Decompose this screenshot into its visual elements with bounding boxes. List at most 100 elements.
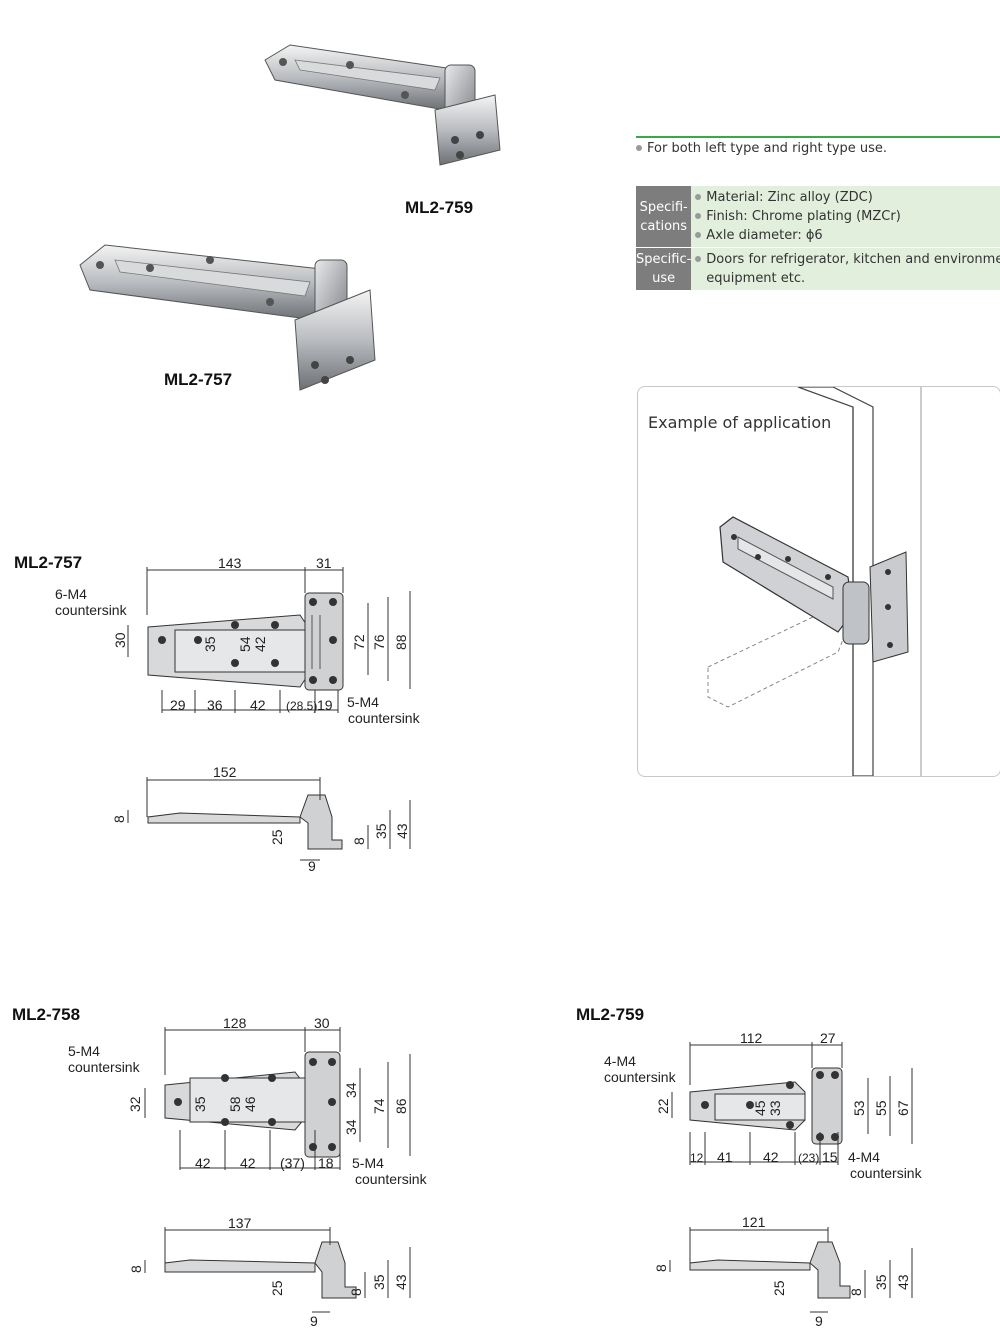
dim-b-36: 36 bbox=[207, 697, 223, 713]
countersink-left: countersink bbox=[604, 1069, 677, 1085]
side-dim-9: 9 bbox=[815, 1313, 823, 1329]
dim-b-42: 42 bbox=[250, 697, 266, 713]
side-dim-length: 137 bbox=[228, 1215, 252, 1231]
side-dim-8a: 8 bbox=[128, 1265, 144, 1273]
side-dim-25: 25 bbox=[269, 1280, 285, 1296]
holes-left: 5-M4 bbox=[68, 1043, 100, 1059]
side-dim-43: 43 bbox=[394, 823, 410, 839]
side-dim-25: 25 bbox=[771, 1280, 787, 1296]
drawing-ml2-757: 143 31 6-M4 countersink 30 35 54 42 72 7… bbox=[55, 555, 421, 874]
dim-b-18: 18 bbox=[318, 1155, 334, 1171]
drawing-ml2-758: 128 30 5-M4 countersink 32 35 58 46 34 3… bbox=[68, 1015, 428, 1329]
dim-v-72: 72 bbox=[351, 634, 367, 650]
countersink-right: countersink bbox=[348, 710, 421, 726]
use-body: Doors for refrigerator, kitchen and envi… bbox=[691, 247, 1000, 290]
dim-v-45: 45 bbox=[752, 1100, 768, 1116]
dim-v-46: 46 bbox=[242, 1096, 258, 1112]
dim-v-35: 35 bbox=[192, 1096, 208, 1112]
side-dim-length: 152 bbox=[213, 764, 237, 780]
section-divider bbox=[636, 136, 1000, 138]
use-header: Specific- use bbox=[636, 247, 692, 290]
dim-v-35: 35 bbox=[202, 636, 218, 652]
dim-b-19: 19 bbox=[317, 697, 333, 713]
dim-b-28-5: (28.5) bbox=[286, 699, 317, 713]
side-dim-length: 121 bbox=[742, 1214, 766, 1230]
holes-right: 5-M4 bbox=[347, 694, 379, 710]
side-dim-35: 35 bbox=[873, 1274, 889, 1290]
dim-v-34a: 34 bbox=[343, 1082, 359, 1098]
dim-b-23: (23) bbox=[798, 1151, 819, 1165]
spec-material: Material: Zinc alloy (ZDC) bbox=[706, 190, 873, 205]
countersink-right: countersink bbox=[355, 1171, 428, 1187]
dim-v-74: 74 bbox=[371, 1098, 387, 1114]
holes-right: 5-M4 bbox=[352, 1155, 384, 1171]
spec-axle: Axle diameter: ϕ6 bbox=[706, 228, 823, 243]
dim-length: 128 bbox=[223, 1015, 247, 1031]
bullet-icon bbox=[636, 144, 642, 151]
application-example-box: Example of application bbox=[637, 386, 1000, 777]
spec-header: Specifi- cations bbox=[636, 186, 692, 248]
holes-left: 4-M4 bbox=[604, 1053, 636, 1069]
dim-v-22: 22 bbox=[655, 1098, 671, 1114]
dim-v-32: 32 bbox=[127, 1096, 143, 1112]
countersink-left: countersink bbox=[68, 1059, 141, 1075]
dim-v-88: 88 bbox=[393, 634, 409, 650]
dim-b-15: 15 bbox=[822, 1149, 838, 1165]
product-label-ml2-759: ML2-759 bbox=[405, 198, 474, 217]
side-dim-8a: 8 bbox=[653, 1264, 669, 1272]
drawing-title-ml2-757: ML2-757 bbox=[14, 553, 83, 572]
side-dim-43: 43 bbox=[895, 1274, 911, 1290]
spec-body: Material: Zinc alloy (ZDC) Finish: Chrom… bbox=[691, 186, 1000, 248]
dim-v-54: 54 bbox=[237, 636, 253, 652]
dim-v-42: 42 bbox=[252, 636, 268, 652]
side-dim-25: 25 bbox=[269, 829, 285, 845]
dim-b-41: 41 bbox=[717, 1149, 733, 1165]
product-photo-ml2-757 bbox=[79, 244, 376, 391]
spec-finish: Finish: Chrome plating (MZCr) bbox=[706, 209, 901, 224]
dim-v-67: 67 bbox=[895, 1100, 911, 1116]
dim-v-55: 55 bbox=[873, 1100, 889, 1116]
application-illustration bbox=[707, 387, 922, 776]
product-photo-ml2-759 bbox=[264, 44, 501, 166]
dim-b-42b: 42 bbox=[240, 1155, 256, 1171]
side-dim-9: 9 bbox=[310, 1313, 318, 1329]
dim-b-12: 12 bbox=[690, 1151, 704, 1165]
usage-note: For both left type and right type use. bbox=[636, 141, 887, 156]
dim-b-37: (37) bbox=[280, 1155, 305, 1171]
dim-width: 30 bbox=[314, 1015, 330, 1031]
use-line-1: Doors for refrigerator, kitchen and envi… bbox=[706, 252, 1000, 267]
drawing-title-ml2-758: ML2-758 bbox=[12, 1005, 81, 1024]
drawing-title-ml2-759: ML2-759 bbox=[576, 1005, 645, 1024]
dim-b-29: 29 bbox=[170, 697, 186, 713]
dim-v-34b: 34 bbox=[343, 1119, 359, 1135]
dim-v-30: 30 bbox=[112, 632, 128, 648]
side-dim-35: 35 bbox=[371, 1274, 387, 1290]
spec-table: Specifi- cations Material: Zinc alloy (Z… bbox=[636, 186, 1000, 290]
side-dim-35: 35 bbox=[373, 823, 389, 839]
side-dim-43: 43 bbox=[393, 1274, 409, 1290]
dim-v-53: 53 bbox=[851, 1100, 867, 1116]
side-dim-8b: 8 bbox=[348, 1288, 364, 1296]
holes-right: 4-M4 bbox=[848, 1149, 880, 1165]
countersink-left: countersink bbox=[55, 602, 128, 618]
dim-v-58: 58 bbox=[227, 1096, 243, 1112]
drawing-ml2-759: 112 27 4-M4 countersink 22 45 33 53 55 6… bbox=[604, 1030, 923, 1329]
side-dim-9: 9 bbox=[308, 858, 316, 874]
side-dim-8a: 8 bbox=[111, 815, 127, 823]
dim-v-33: 33 bbox=[767, 1100, 783, 1116]
dim-width: 31 bbox=[316, 555, 332, 571]
dim-b-42: 42 bbox=[763, 1149, 779, 1165]
use-line-2: equipment etc. bbox=[706, 271, 806, 286]
side-dim-8b: 8 bbox=[351, 837, 367, 845]
dim-b-42a: 42 bbox=[195, 1155, 211, 1171]
countersink-right: countersink bbox=[850, 1165, 923, 1181]
holes-left: 6-M4 bbox=[55, 586, 87, 602]
dim-v-86: 86 bbox=[393, 1098, 409, 1114]
dim-v-76: 76 bbox=[371, 634, 387, 650]
side-dim-8b: 8 bbox=[848, 1288, 864, 1296]
product-label-ml2-757: ML2-757 bbox=[164, 370, 233, 389]
dim-length: 143 bbox=[218, 555, 242, 571]
dim-width: 27 bbox=[820, 1030, 836, 1046]
application-title: Example of application bbox=[648, 413, 832, 432]
dim-length: 112 bbox=[740, 1030, 763, 1046]
